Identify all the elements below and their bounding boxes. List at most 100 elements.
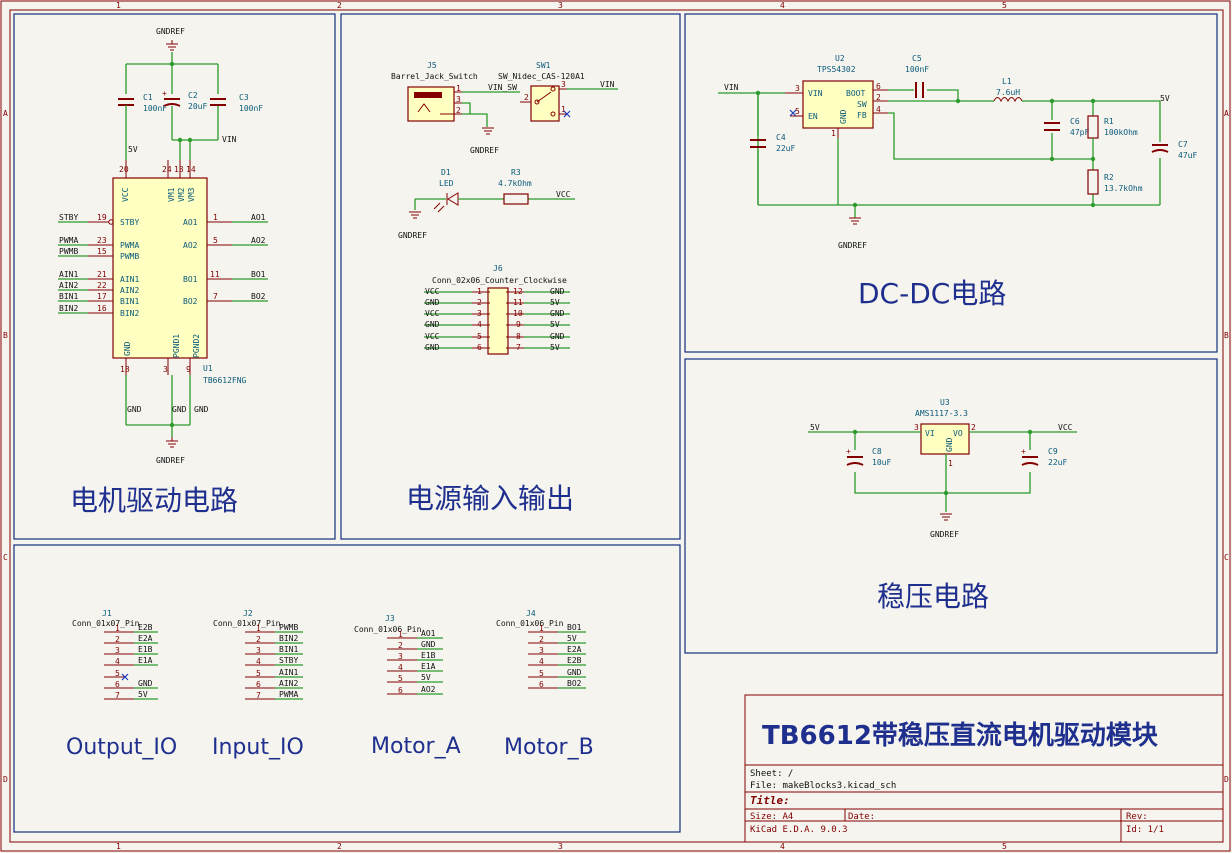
power-io-circuit: J5 Barrel_Jack_Switch 132 VIN_SW GNDREF … bbox=[391, 61, 618, 355]
u3-ref: U3 bbox=[940, 398, 950, 407]
pin-number: 4 bbox=[477, 320, 482, 329]
vin-label: VIN bbox=[222, 135, 237, 144]
net-label: E1A bbox=[421, 662, 436, 671]
title-label: Title: bbox=[750, 794, 790, 807]
pin-number: 16 bbox=[97, 304, 107, 313]
pin-number: 15 bbox=[97, 247, 107, 256]
pin-number: 6 bbox=[398, 686, 403, 695]
pin-number: 23 bbox=[97, 236, 107, 245]
c8-ref: C8 bbox=[872, 447, 882, 456]
pin-number: 5 bbox=[795, 107, 800, 116]
net-label: PWMA bbox=[279, 690, 298, 699]
gndref-bottom-label: GNDREF bbox=[156, 456, 185, 465]
gndref-symbol bbox=[166, 437, 178, 448]
motor-b-title: Motor_B bbox=[504, 735, 594, 760]
dcdc-circuit: VIN U2 TPS54302 3 5 6 2 4 1 VIN EN BOOT … bbox=[718, 54, 1197, 250]
net-label: PWMB bbox=[59, 247, 78, 256]
5v-label: 5V bbox=[1160, 94, 1170, 103]
c9-ref: C9 bbox=[1048, 447, 1058, 456]
pin-number: 1 bbox=[477, 287, 482, 296]
col-label: 4 bbox=[780, 1, 785, 10]
pin-number: 20 bbox=[119, 165, 129, 174]
col-label: 5 bbox=[1002, 1, 1007, 10]
svg-text:3: 3 bbox=[456, 95, 461, 104]
pin-number: 3 bbox=[115, 646, 120, 655]
barrel-jack-pin bbox=[414, 92, 442, 98]
pin-name: BIN2 bbox=[120, 309, 139, 318]
net-label: VCC bbox=[425, 309, 440, 318]
net-label: AO2 bbox=[421, 685, 436, 694]
d1-value: LED bbox=[439, 179, 454, 188]
c1-value: 100nF bbox=[143, 104, 167, 113]
row-label: D bbox=[1224, 775, 1229, 784]
net-label: E2B bbox=[138, 623, 153, 632]
vin-label: VIN bbox=[600, 80, 615, 89]
rev-label: Rev: bbox=[1126, 812, 1148, 822]
pin-number: 2 bbox=[539, 635, 544, 644]
pin-number: 1 bbox=[539, 624, 544, 633]
col-label: 1 bbox=[116, 1, 121, 10]
regulator-circuit: U3 AMS1117-3.3 VI VO GND 3 2 1 5V VCC + … bbox=[808, 398, 1077, 539]
svg-text:1: 1 bbox=[561, 105, 566, 114]
j6-value: Conn_02x06_Counter_Clockwise bbox=[432, 276, 567, 285]
motor-drive-circuit: GNDREF C1 100nF + C2 20uF C3 100nF VIN 5… bbox=[58, 27, 268, 465]
title-block: TB6612带稳压直流电机驱动模块 Sheet: / File: makeBlo… bbox=[744, 694, 1224, 843]
pin-number: 5 bbox=[256, 669, 261, 678]
c3-capacitor bbox=[210, 98, 226, 106]
pin-number: 5 bbox=[213, 236, 218, 245]
row-label: C bbox=[1224, 553, 1229, 562]
d1-ref: D1 bbox=[441, 168, 451, 177]
c1-ref: C1 bbox=[143, 93, 153, 102]
sw1-ref: SW1 bbox=[536, 61, 551, 70]
u1-left-pins: STBY PWMA PWMB AIN1 AIN2 BIN1 BIN2 19 23… bbox=[58, 213, 139, 318]
c3-ref: C3 bbox=[239, 93, 249, 102]
vin-sw-label: VIN_SW bbox=[488, 83, 517, 92]
connector-j3: J3 Conn_01x06_Pin 1 2 3 4 5 6 AO1 GND E1… bbox=[354, 614, 443, 695]
pin-number: 4 bbox=[115, 657, 120, 666]
c7-ref: C7 bbox=[1178, 140, 1188, 149]
reg-block-title: 稳压电路 bbox=[877, 580, 989, 613]
pin-number: 1 bbox=[831, 129, 836, 138]
net-label: BIN1 bbox=[59, 292, 78, 301]
pin-number: 17 bbox=[97, 292, 107, 301]
reg-block-frame bbox=[684, 358, 1218, 654]
motor-block-frame bbox=[13, 13, 336, 540]
net-label: AIN2 bbox=[279, 679, 298, 688]
c6-ref: C6 bbox=[1070, 117, 1080, 126]
pin-name: GND bbox=[945, 437, 954, 452]
c5-ref: C5 bbox=[912, 54, 922, 63]
net-label: E2A bbox=[567, 645, 582, 654]
net-label: BIN2 bbox=[279, 634, 298, 643]
row-label: D bbox=[3, 775, 8, 784]
5v-label: 5V bbox=[810, 423, 820, 432]
pin-number: 6 bbox=[256, 680, 261, 689]
net-label: GND bbox=[550, 287, 565, 296]
pin-number: 1 bbox=[256, 624, 261, 633]
col-label: 1 bbox=[116, 842, 121, 851]
c7-capacitor bbox=[1151, 144, 1169, 153]
pin-name: BOOT bbox=[846, 89, 865, 98]
pin-number: 22 bbox=[97, 281, 107, 290]
connector-j2: J2 Conn_01x07_Pin 1 2 3 4 5 6 7 PWMB BIN… bbox=[213, 609, 303, 700]
j6-pins: VCC GND VCC GND VCC GND 1 2 3 4 5 6 12 1… bbox=[424, 287, 570, 352]
c4-ref: C4 bbox=[776, 133, 786, 142]
pin-name: GND bbox=[123, 341, 132, 356]
pin-number: 3 bbox=[256, 646, 261, 655]
gnd-label: GND bbox=[194, 405, 209, 414]
svg-text:1: 1 bbox=[456, 84, 461, 93]
motor-a-title: Motor_A bbox=[371, 734, 461, 759]
pin-name: SW bbox=[857, 100, 867, 109]
j3-value: Conn_01x06_Pin bbox=[354, 625, 422, 634]
j5-value: Barrel_Jack_Switch bbox=[391, 72, 478, 81]
motor-block-title: 电机驱动电路 bbox=[70, 484, 238, 517]
u3-value: AMS1117-3.3 bbox=[915, 409, 968, 418]
pin-name: PWMB bbox=[120, 252, 139, 261]
pin-name: PGND2 bbox=[192, 334, 201, 358]
net-label: 5V bbox=[550, 343, 560, 352]
net-label: AO1 bbox=[421, 629, 436, 638]
l1-inductor bbox=[993, 97, 1023, 103]
net-label: E1B bbox=[138, 645, 153, 654]
c5-capacitor bbox=[915, 82, 924, 98]
sheet-label: Sheet: / bbox=[750, 769, 793, 779]
